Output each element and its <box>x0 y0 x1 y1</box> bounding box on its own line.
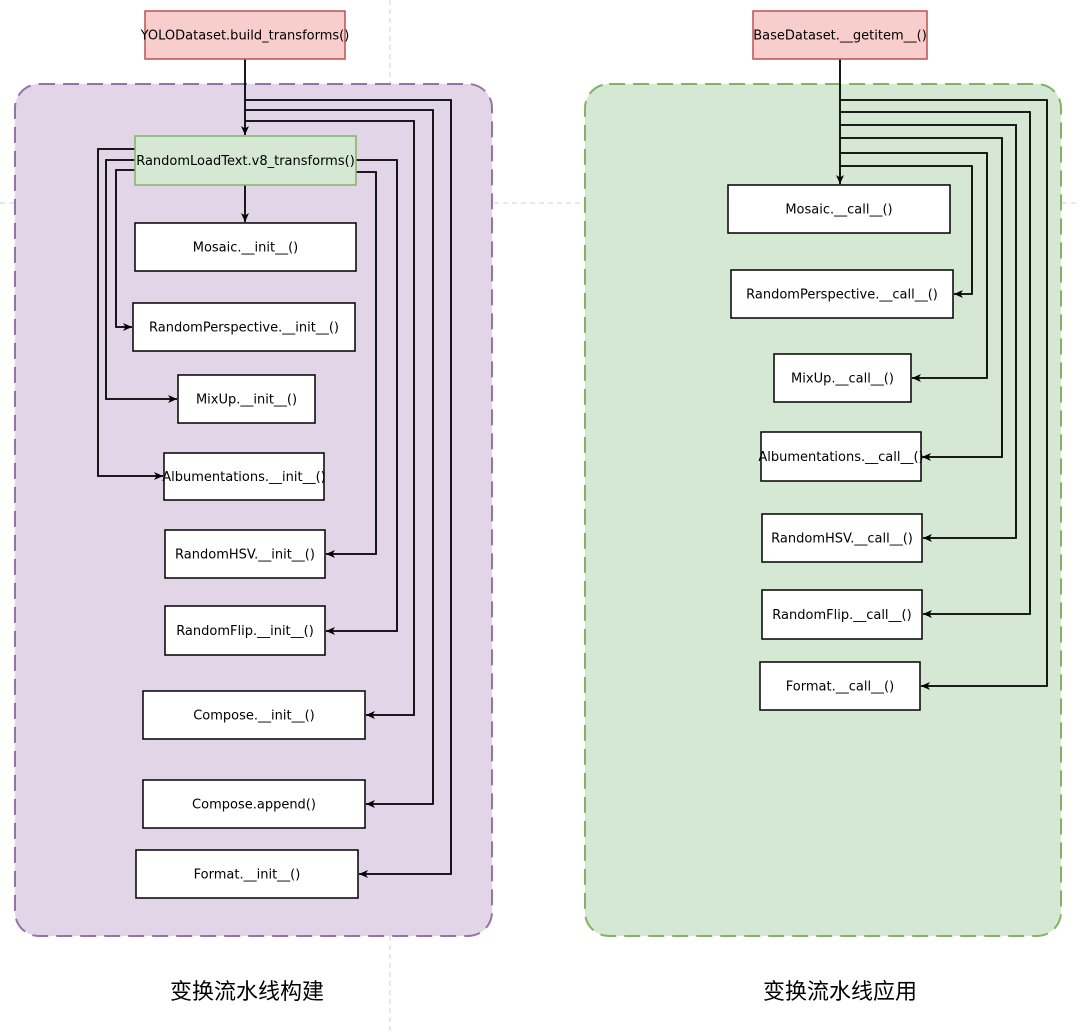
apply-node-6-label: RandomFlip.__call__() <box>772 608 911 623</box>
apply-node-4-label: Albumentations.__call__() <box>758 450 923 465</box>
build-entry-node: YOLODataset.build_transforms() <box>140 10 350 60</box>
build-hub-node: RandomLoadText.v8_transforms() <box>134 135 357 186</box>
apply-node-2-box <box>730 269 954 319</box>
apply-entry-node: BaseDataset.__getitem__() <box>752 10 928 60</box>
apply-node-2: RandomPerspective.__call__() <box>730 269 954 319</box>
build-hub-node-box <box>134 135 357 186</box>
build-node-4-box <box>163 452 325 501</box>
build-hub-node-label: RandomLoadText.v8_transforms() <box>136 154 355 169</box>
apply-node-7-label: Format.__call__() <box>786 680 894 695</box>
apply-node-3-label: MixUp.__call__() <box>791 372 894 387</box>
apply-entry-node-box <box>752 10 928 60</box>
build-node-1-box <box>134 222 357 272</box>
apply-entry-node-label: BaseDataset.__getitem__() <box>753 29 927 44</box>
edges <box>97 59 1048 878</box>
build-node-8: Compose.append() <box>142 779 366 829</box>
build-node-8-label: Compose.append() <box>192 798 316 813</box>
apply-caption: 变换流水线应用 <box>762 980 917 1005</box>
apply-node-1: Mosaic.__call__() <box>727 184 951 234</box>
apply-node-5-label: RandomHSV.__call__() <box>771 532 913 547</box>
build-node-9-label: Format.__init__() <box>194 868 301 883</box>
build-node-8-box <box>142 779 366 829</box>
build-node-1: Mosaic.__init__() <box>134 222 357 272</box>
edge-apply-entry-to-randomperspective <box>840 165 973 298</box>
apply-node-7-box <box>759 661 921 711</box>
apply-node-1-box <box>727 184 951 234</box>
build-node-6-label: RandomFlip.__init__() <box>176 624 314 639</box>
build-node-5-label: RandomHSV.__init__() <box>175 548 315 563</box>
apply-node-4: Albumentations.__call__() <box>758 431 924 482</box>
build-node-2: RandomPerspective.__init__() <box>132 302 356 352</box>
build-node-7-label: Compose.__init__() <box>193 709 315 724</box>
apply-node-6: RandomFlip.__call__() <box>761 589 923 640</box>
apply-node-4-box <box>760 431 922 482</box>
build-node-2-label: RandomPerspective.__init__() <box>149 321 339 336</box>
build-node-5-box <box>164 529 326 579</box>
build-node-9: Format.__init__() <box>135 849 359 899</box>
build-entry-node-box <box>144 10 346 60</box>
build-node-7-box <box>142 690 366 740</box>
apply-node-3: MixUp.__call__() <box>773 353 912 403</box>
build-node-3-label: MixUp.__init__() <box>196 393 297 408</box>
edge-build-entry-to-compose-append <box>245 109 434 808</box>
edge-apply-entry-to-format <box>840 99 1048 690</box>
edge-build-entry-to-compose-init <box>245 120 415 719</box>
build-caption: 变换流水线构建 <box>169 980 324 1005</box>
edge-build-hub-to-randomhsv <box>326 171 377 558</box>
edge-apply-entry-to-randomflip <box>840 111 1031 618</box>
apply-node-3-box <box>773 353 912 403</box>
apply-node-7: Format.__call__() <box>759 661 921 711</box>
build-node-6-box <box>164 605 326 656</box>
edge-build-hub-to-randomflip <box>326 159 398 635</box>
build-node-7: Compose.__init__() <box>142 690 366 740</box>
build-node-3: MixUp.__init__() <box>177 374 316 424</box>
nodes: YOLODataset.build_transforms() RandomLoad… <box>132 10 954 899</box>
build-node-4-label: Albumentations.__init__() <box>162 470 325 485</box>
apply-node-2-label: RandomPerspective.__call__() <box>746 288 938 303</box>
build-node-2-box <box>132 302 356 352</box>
build-node-6: RandomFlip.__init__() <box>164 605 326 656</box>
apply-node-6-box <box>761 589 923 640</box>
edge-apply-entry-to-mixup <box>840 152 988 382</box>
build-node-5: RandomHSV.__init__() <box>164 529 326 579</box>
build-node-1-label: Mosaic.__init__() <box>193 241 299 256</box>
edge-build-hub-to-mixup <box>105 159 177 403</box>
apply-node-1-label: Mosaic.__call__() <box>785 203 892 218</box>
edge-build-hub-to-albumentations <box>97 148 163 480</box>
edge-apply-entry-to-randomhsv <box>840 124 1017 542</box>
apply-node-5: RandomHSV.__call__() <box>761 513 923 563</box>
build-node-9-box <box>135 849 359 899</box>
build-node-4: Albumentations.__init__() <box>162 452 326 501</box>
edge-build-entry-to-format <box>245 99 452 878</box>
edge-apply-entry-to-albumentations <box>840 137 1003 461</box>
edge-build-hub-to-randomperspective <box>115 169 135 331</box>
build-panel <box>14 83 493 937</box>
build-node-3-box <box>177 374 316 424</box>
build-entry-node-label: YOLODataset.build_transforms() <box>140 29 350 44</box>
apply-node-5-box <box>761 513 923 563</box>
